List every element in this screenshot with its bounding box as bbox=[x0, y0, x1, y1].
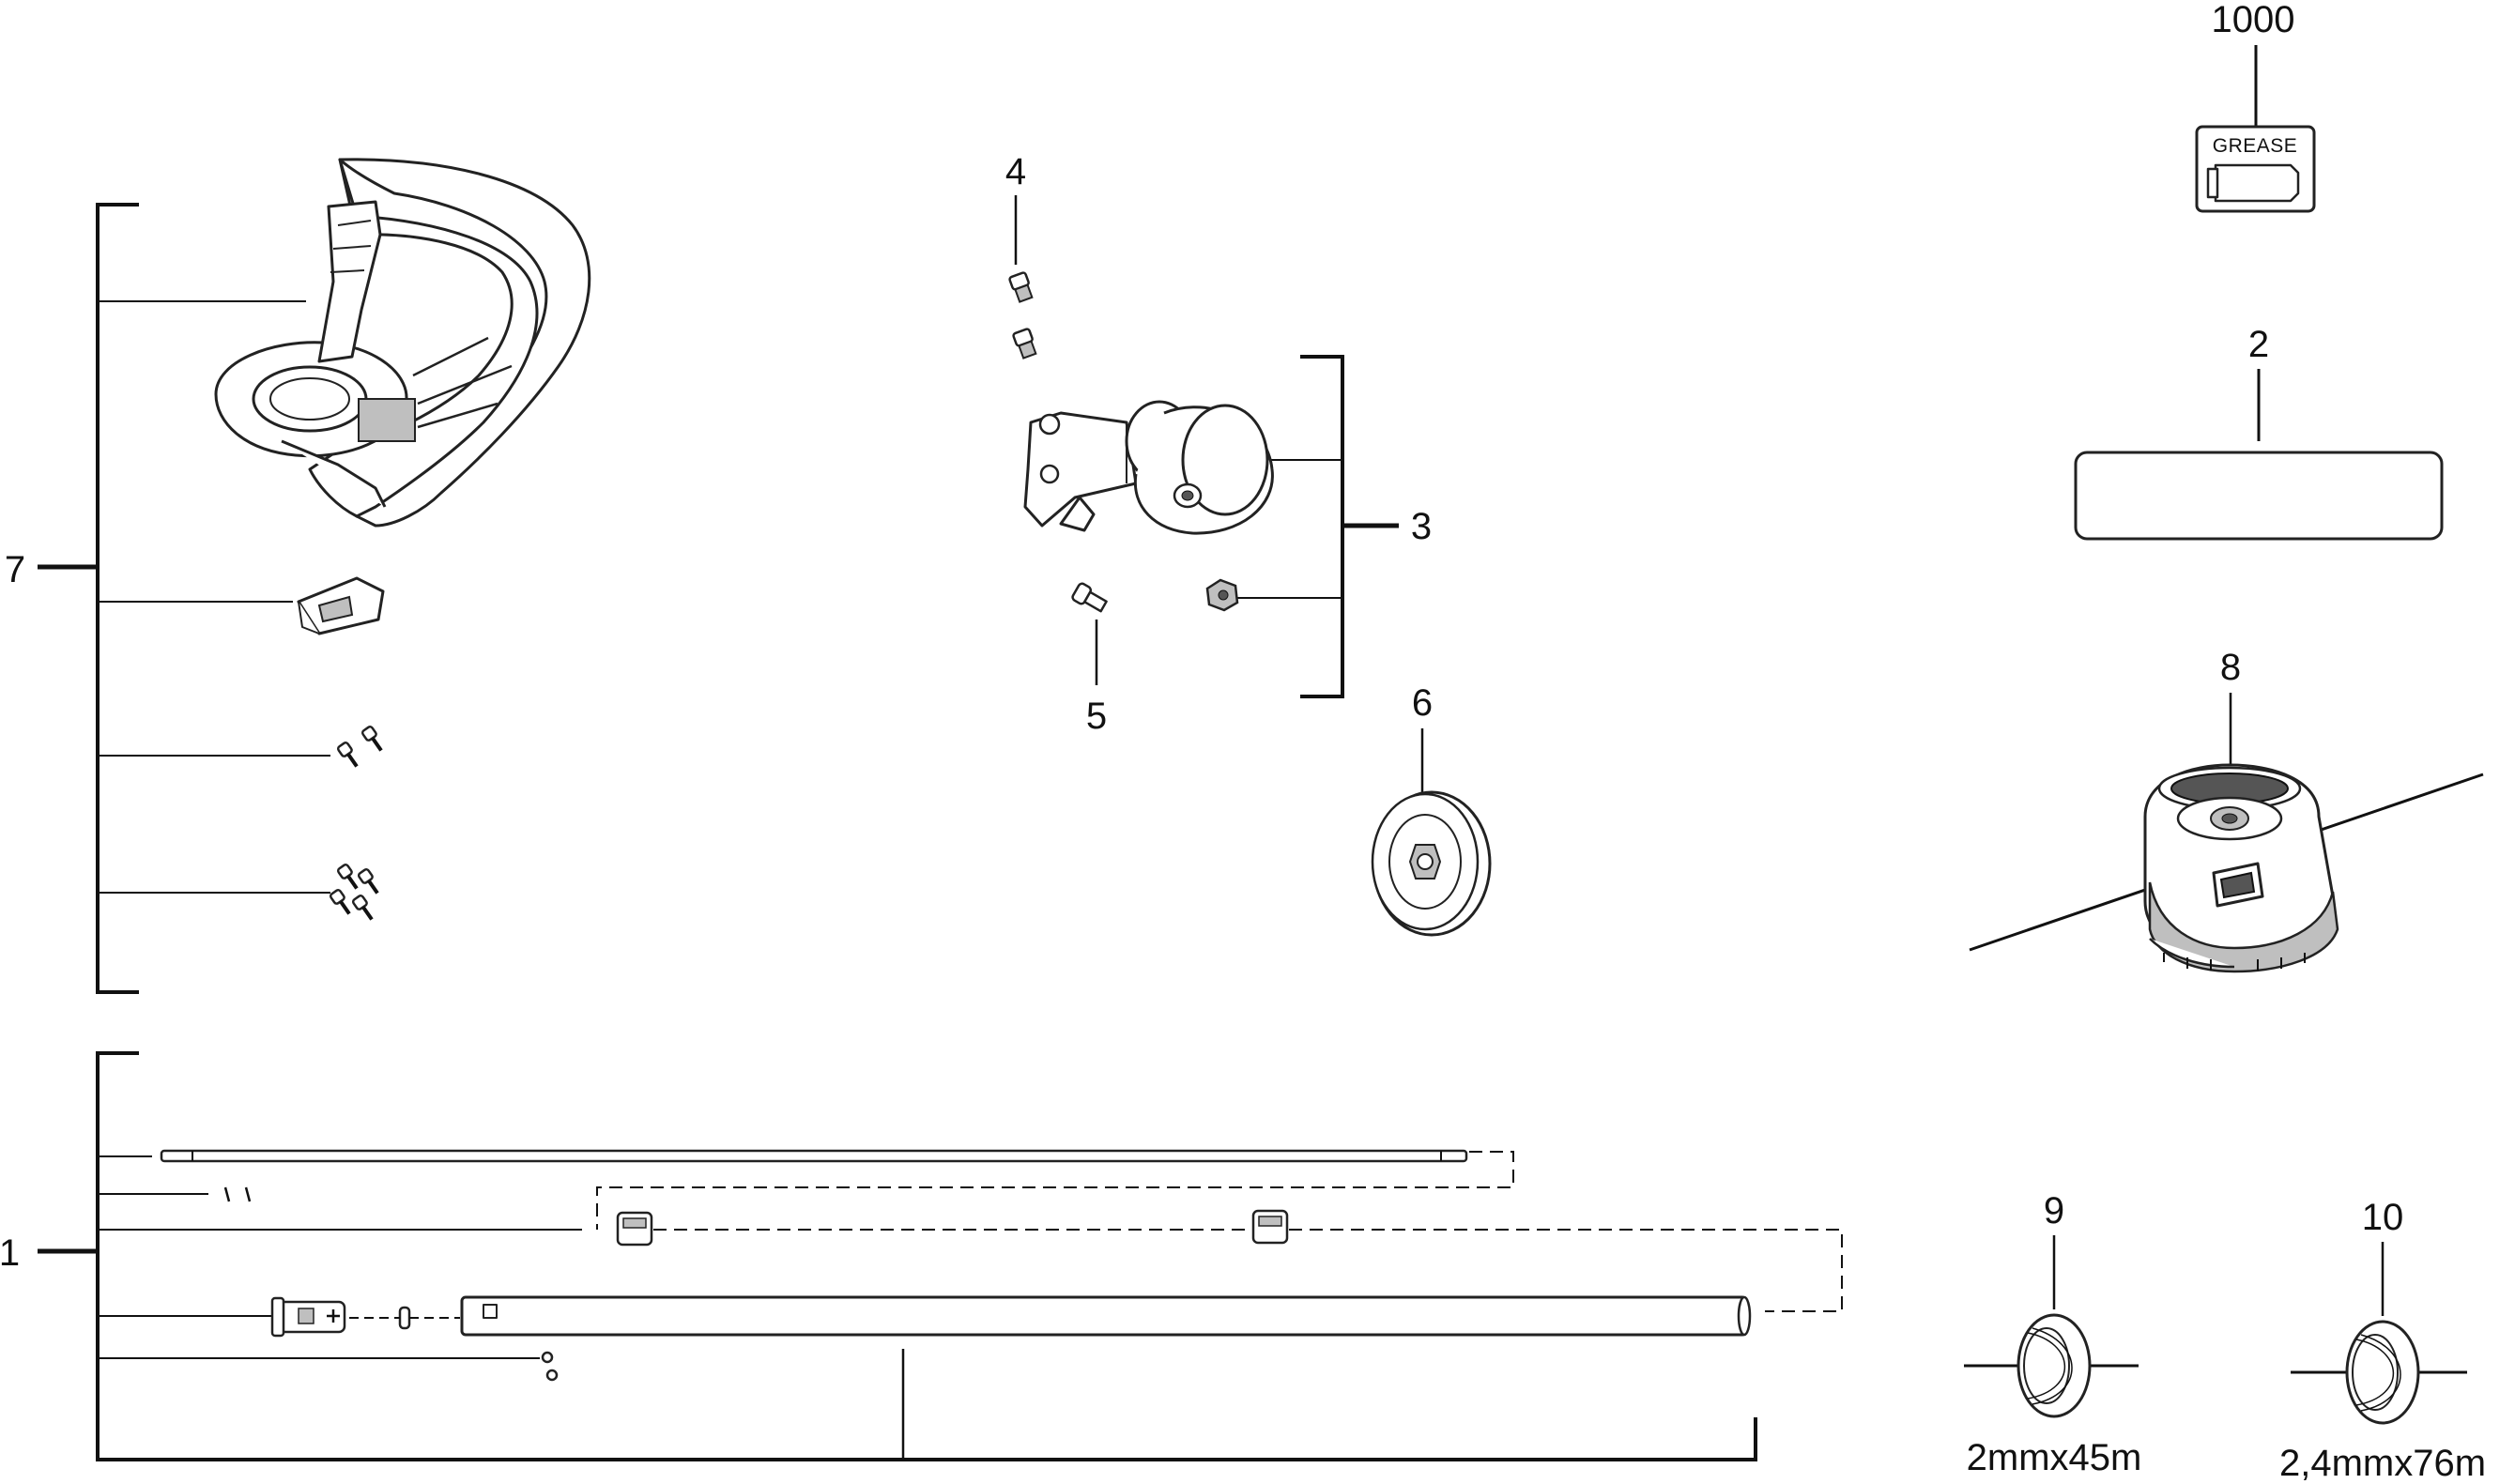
gear-head-group: 3 bbox=[1023, 355, 1432, 698]
callout-9: 9 bbox=[2044, 1190, 2064, 1232]
callout-7: 7 bbox=[5, 549, 25, 590]
guard-screws-set bbox=[329, 864, 379, 921]
shaft-assembly-group: 1 bbox=[0, 1051, 1843, 1461]
grease-tube-part: 1000 GREASE bbox=[2195, 0, 2316, 213]
guard-shield bbox=[214, 158, 591, 528]
label-part: 2 bbox=[2074, 324, 2444, 541]
callout-3: 3 bbox=[1411, 506, 1432, 547]
drive-shaft bbox=[160, 1149, 1514, 1230]
caption-line-9: 2mmx45m bbox=[1967, 1437, 2142, 1478]
shaft-small-screws bbox=[541, 1351, 559, 1382]
callout-8: 8 bbox=[2220, 647, 2241, 688]
callout-4: 4 bbox=[1005, 151, 1026, 192]
trimmer-line-part-9: 9 2mmx45m bbox=[1964, 1190, 2141, 1478]
shaft-tube bbox=[460, 1295, 1752, 1337]
caption-line-10: 2,4mmx76m bbox=[2279, 1443, 2486, 1484]
grease-tube-icon bbox=[2214, 163, 2300, 203]
guard-assembly-group: 7 bbox=[5, 158, 591, 994]
shaft-bushings bbox=[616, 1209, 1843, 1312]
callout-10: 10 bbox=[2362, 1197, 2404, 1238]
shaft-coupler bbox=[270, 1296, 346, 1338]
bolt-part-5: 5 bbox=[1071, 582, 1108, 737]
callout-1: 1 bbox=[0, 1232, 20, 1274]
callout-1000: 1000 bbox=[2212, 0, 2295, 40]
washer-part-6: 6 bbox=[1371, 682, 1492, 937]
shaft-clips bbox=[223, 1186, 252, 1202]
trimmer-head-part-8: 8 bbox=[1969, 647, 2484, 973]
trimmer-line-part-10: 10 2,4mmx76m bbox=[2279, 1197, 2486, 1484]
gear-head-housing bbox=[1023, 400, 1274, 535]
callout-5: 5 bbox=[1086, 696, 1107, 737]
callout-2: 2 bbox=[2248, 324, 2269, 365]
grease-label: GREASE bbox=[2213, 135, 2298, 157]
shaft-pin bbox=[349, 1306, 460, 1330]
blank-label bbox=[2074, 451, 2444, 541]
guard-bracket bbox=[297, 576, 385, 635]
callout-6: 6 bbox=[1412, 682, 1433, 724]
gear-head-nut bbox=[1205, 578, 1239, 612]
bolts-part-4: 4 bbox=[1005, 151, 1037, 360]
guard-screws-pair bbox=[336, 726, 383, 768]
